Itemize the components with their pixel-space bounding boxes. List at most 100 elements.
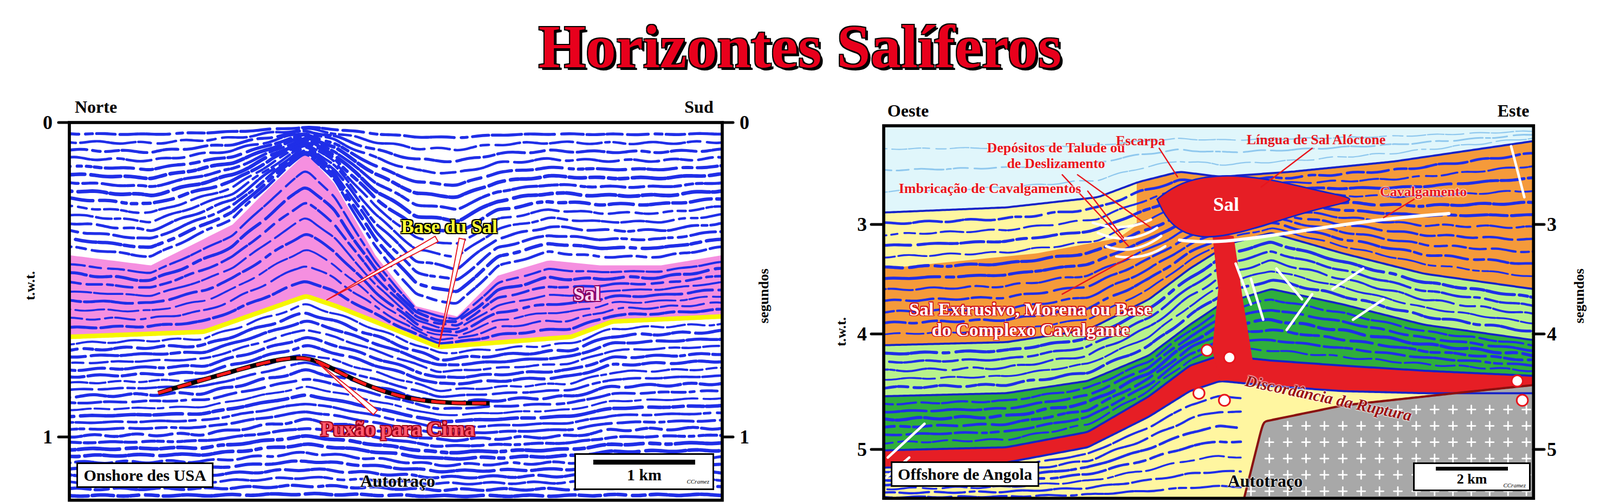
annotation-label: Depósitos de Talude ou de Deslizamento xyxy=(981,139,1131,172)
location-box: Onshore des USA xyxy=(76,462,214,488)
fault-line xyxy=(1116,245,1165,258)
basement-cross xyxy=(1504,405,1513,414)
basement-cross xyxy=(1301,470,1311,479)
basement-cross xyxy=(1485,437,1494,446)
basement-cross xyxy=(1467,437,1476,446)
seismic-reflector xyxy=(883,242,1534,354)
panel-frame xyxy=(69,122,723,501)
leader-line xyxy=(1261,147,1313,187)
annotation-label: Este xyxy=(1497,101,1530,121)
basement-cross xyxy=(1357,421,1366,430)
axis-tick xyxy=(871,223,884,226)
seismic-reflector xyxy=(69,234,723,333)
axis-tick xyxy=(871,448,884,451)
annotation-label: t.w.t. xyxy=(22,270,38,301)
basement-cross xyxy=(1375,470,1384,479)
basement-cross xyxy=(1265,454,1274,463)
scale-box: 2 kmCCramez xyxy=(1413,462,1531,491)
basement-cross xyxy=(1375,487,1384,496)
basement-cross xyxy=(1522,437,1531,446)
basement-cross xyxy=(1357,487,1366,496)
fault-line xyxy=(1251,278,1264,320)
annotation-label: 5 xyxy=(1546,438,1557,461)
basement-cross xyxy=(1301,454,1311,463)
leader-line xyxy=(1061,255,1133,295)
annotation-label: Língua de Sal Alóctone xyxy=(1246,131,1386,148)
annotation-label: 4 xyxy=(857,322,867,345)
base-of-salt-line xyxy=(69,296,723,347)
basement-cross xyxy=(1320,470,1329,479)
basement-cross xyxy=(1393,470,1402,479)
basement-cross xyxy=(1522,421,1531,430)
marker-circle xyxy=(1218,394,1230,406)
annotation-label: Sal Extrusivo, Morena ou Base do Complex… xyxy=(897,299,1164,341)
scale-label: 1 km xyxy=(626,465,662,484)
seismic-panel xyxy=(878,123,1537,502)
basement-cross xyxy=(1320,487,1329,496)
location-name: Onshore des USA xyxy=(83,465,206,484)
basement-cross xyxy=(1430,454,1439,463)
annotation-label: Sal xyxy=(1213,193,1240,216)
annotation-label: 0 xyxy=(42,111,53,134)
basement-cross xyxy=(1338,454,1347,463)
marker-circle xyxy=(1223,351,1236,364)
annotation-label: Escarpa xyxy=(1116,132,1166,149)
basement-cross xyxy=(1430,405,1439,414)
axis-tick xyxy=(1533,332,1545,336)
horizon-line xyxy=(883,232,1534,345)
basement-cross xyxy=(1430,437,1439,446)
basement-cross xyxy=(1338,421,1347,430)
annotation-label: segundos xyxy=(1571,268,1587,323)
basement-cross xyxy=(1504,437,1513,446)
annotation-label: Base du Sal xyxy=(400,215,498,238)
seismic-reflector xyxy=(69,127,723,138)
basement-cross xyxy=(1320,437,1329,446)
axis-tick xyxy=(722,121,734,125)
basement-cross xyxy=(1504,454,1513,463)
leader-line xyxy=(1383,199,1415,218)
scale-label: 2 km xyxy=(1456,471,1488,488)
fault-line xyxy=(1235,263,1252,304)
annotation-label: t.w.t. xyxy=(833,316,850,347)
seismic-reflector xyxy=(883,485,1241,498)
basement-cross xyxy=(1375,421,1384,430)
basement-cross xyxy=(1485,454,1494,463)
fault-line xyxy=(888,423,925,458)
basement-cross xyxy=(1338,437,1347,446)
basement-cross xyxy=(1393,487,1402,496)
annotation-label: segundos xyxy=(755,268,772,323)
basement-cross xyxy=(1448,405,1457,414)
fault-line xyxy=(1352,299,1384,320)
axis-tick xyxy=(871,332,884,336)
annotation-label: 3 xyxy=(1546,213,1557,236)
seismic-reflector xyxy=(69,154,723,304)
annotation-label: 1 xyxy=(739,425,750,448)
axis-tick xyxy=(58,435,70,439)
basement-cross xyxy=(1485,421,1494,430)
fault-line xyxy=(1332,268,1363,290)
marker-circle xyxy=(1193,387,1205,399)
basement-cross xyxy=(1301,487,1311,496)
scale-bar xyxy=(1435,466,1508,471)
fault-line xyxy=(1286,294,1313,330)
basement-cross xyxy=(1393,437,1402,446)
fault-line xyxy=(1511,146,1525,198)
annotation-label: Sud xyxy=(684,97,714,118)
annotation-label: Imbricação de Cavalgamentos xyxy=(898,180,1082,197)
basement-cross xyxy=(1265,437,1274,446)
basement-cross xyxy=(1357,454,1366,463)
seismic-reflector xyxy=(69,139,723,222)
basement-cross xyxy=(1467,405,1476,414)
annotation-label: Puxão para Cima xyxy=(320,417,476,441)
basement-cross xyxy=(1301,437,1311,446)
leader-line xyxy=(314,359,378,415)
upturn-horizon xyxy=(158,357,490,403)
annotation-label: Sal xyxy=(573,282,601,306)
axis-tick xyxy=(58,121,70,125)
basement-cross xyxy=(1504,421,1513,430)
seismic-reflector xyxy=(69,128,723,151)
basement-cross xyxy=(1467,454,1476,463)
title: Horizontes Salíferos xyxy=(0,16,1600,77)
annotation-label: Norte xyxy=(74,97,118,118)
marker-circle xyxy=(1511,374,1524,387)
